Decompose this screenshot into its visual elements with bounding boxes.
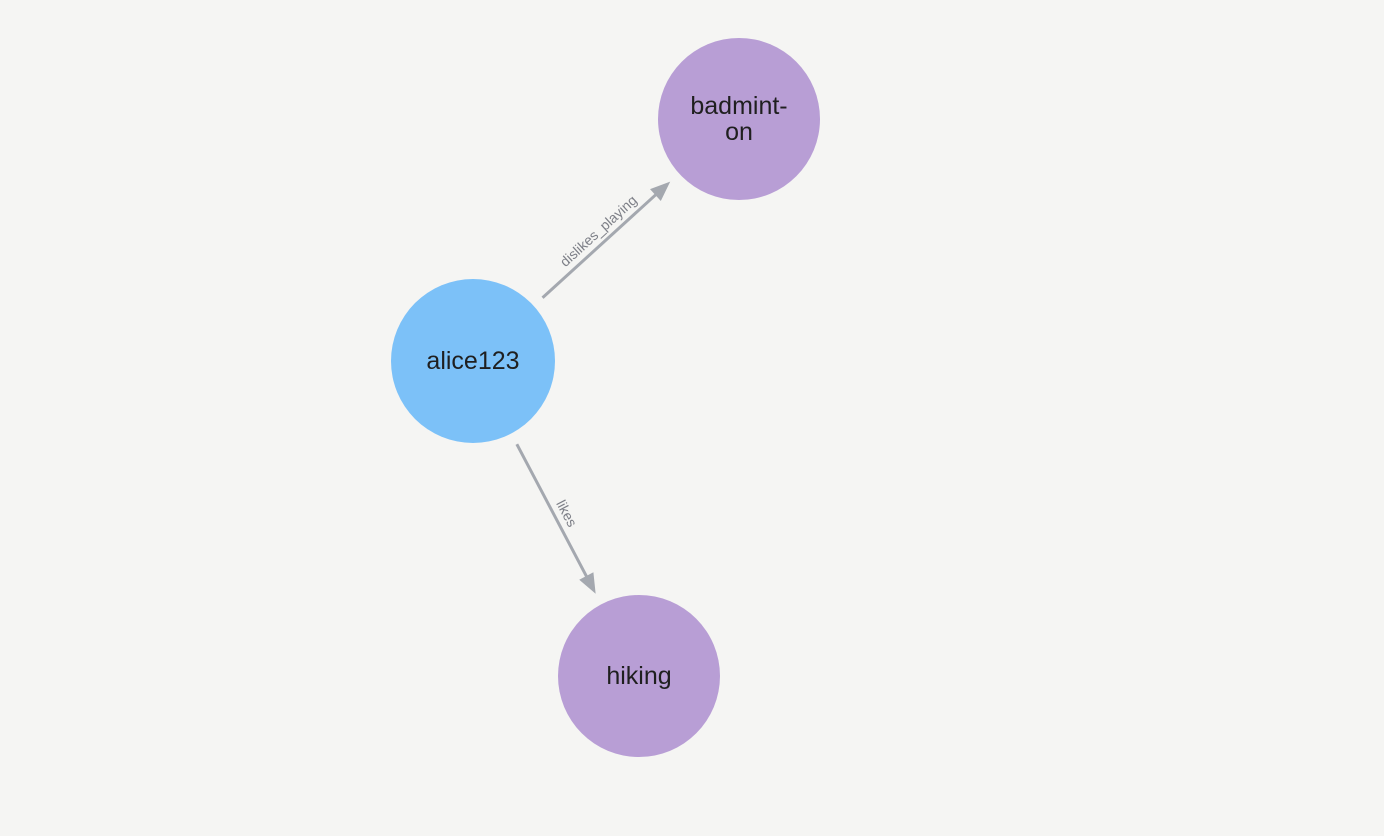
edge-line-likes[interactable] xyxy=(515,443,589,579)
edge-arrowhead-icon xyxy=(579,572,596,594)
edge-label[interactable]: likes xyxy=(553,497,580,529)
edge-label[interactable]: dislikes_playing xyxy=(557,192,640,270)
graph-node-alice123[interactable]: alice123 xyxy=(391,279,555,443)
graph-edge-alice123-badminton[interactable]: dislikes_playing xyxy=(541,181,671,299)
graph-node-badminton[interactable]: badmint-on xyxy=(658,38,820,200)
edge-line-dislikes_playing[interactable] xyxy=(541,192,658,299)
node-circle-alice123[interactable] xyxy=(391,279,555,443)
node-circle-badminton[interactable] xyxy=(658,38,820,200)
graph-edge-alice123-hiking[interactable]: likes xyxy=(515,443,596,594)
edge-arrowhead-icon xyxy=(650,181,671,201)
graph-node-hiking[interactable]: hiking xyxy=(558,595,720,757)
node-circle-hiking[interactable] xyxy=(558,595,720,757)
